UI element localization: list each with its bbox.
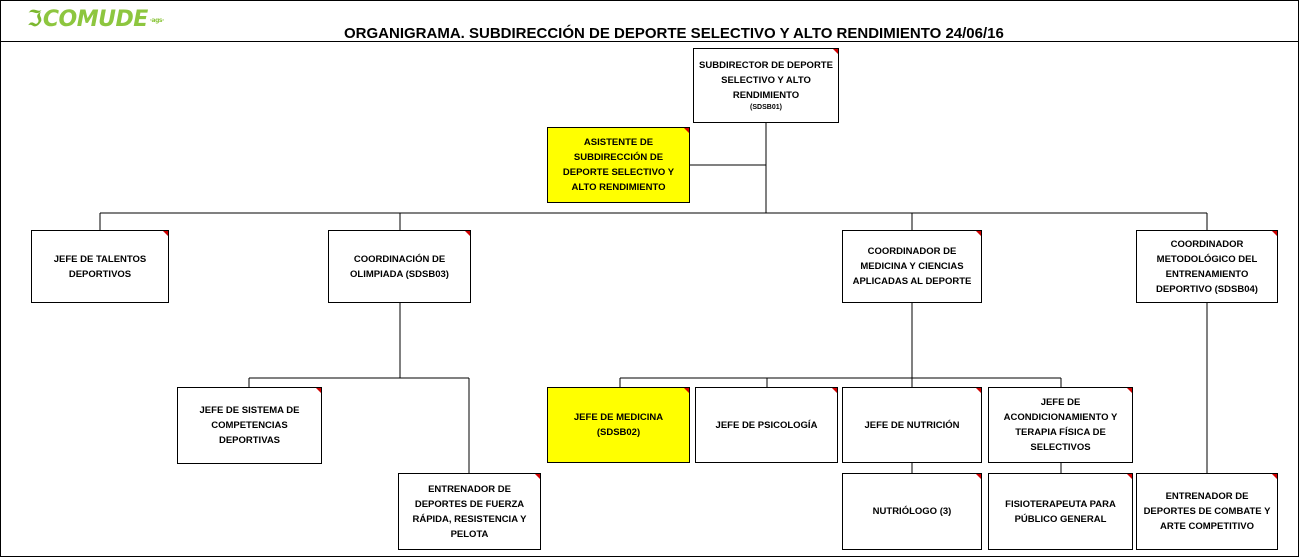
node-label: ENTRENADOR DE DEPORTES DE FUERZA RÁPIDA,… bbox=[412, 483, 527, 540]
logo-subtext: ·ags· bbox=[149, 16, 164, 24]
node-label: JEFE DE ACONDICIONAMIENTO Y TERAPIA FÍSI… bbox=[1003, 397, 1118, 453]
node-coord-medicina: COORDINADOR DE MEDICINA Y CIENCIAS APLIC… bbox=[842, 230, 982, 303]
node-label: JEFE DE PSICOLOGÍA bbox=[715, 419, 818, 431]
node-code: (SDSB01) bbox=[750, 104, 782, 111]
node-jefe-acondicionamiento: JEFE DE ACONDICIONAMIENTO Y TERAPIA FÍSI… bbox=[988, 387, 1133, 463]
comude-logo: ℑCOMUDE·ags· bbox=[27, 7, 164, 32]
header-bar: ℑCOMUDE·ags· ORGANIGRAMA. SUBDIRECCIÓN D… bbox=[1, 1, 1298, 42]
node-coord-metodologico: COORDINADOR METODOLÓGICO DEL ENTRENAMIEN… bbox=[1136, 230, 1278, 303]
node-label: ENTRENADOR DE DEPORTES DE COMBATE Y ARTE… bbox=[1143, 491, 1271, 532]
node-label: JEFE DE SISTEMA DE COMPETENCIAS DEPORTIV… bbox=[199, 405, 300, 446]
node-jefe-medicina: JEFE DE MEDICINA (SDSB02) bbox=[547, 387, 690, 463]
node-jefe-sistema: JEFE DE SISTEMA DE COMPETENCIAS DEPORTIV… bbox=[177, 387, 322, 464]
node-label: NUTRIÓLOGO (3) bbox=[872, 506, 952, 517]
node-label: COORDINADOR DE MEDICINA Y CIENCIAS APLIC… bbox=[852, 246, 972, 287]
node-jefe-talentos: JEFE DE TALENTOS DEPORTIVOS bbox=[31, 230, 169, 303]
node-label: FISIOTERAPEUTA PARA PÚBLICO GENERAL bbox=[1005, 498, 1116, 525]
node-label: JEFE DE MEDICINA (SDSB02) bbox=[573, 412, 664, 438]
node-label: COORDINACIÓN DE OLIMPIADA (SDSB03) bbox=[350, 253, 449, 280]
node-entrenador-fuerza: ENTRENADOR DE DEPORTES DE FUERZA RÁPIDA,… bbox=[398, 473, 541, 550]
page-title: ORGANIGRAMA. SUBDIRECCIÓN DE DEPORTE SEL… bbox=[344, 25, 1004, 42]
node-asistente: ASISTENTE DE SUBDIRECCIÓN DE DEPORTE SEL… bbox=[547, 127, 690, 203]
runner-icon: ℑ bbox=[27, 7, 42, 32]
node-label: JEFE DE TALENTOS DEPORTIVOS bbox=[53, 253, 147, 280]
node-fisioterapeuta: FISIOTERAPEUTA PARA PÚBLICO GENERAL bbox=[988, 473, 1133, 550]
node-label: SUBDIRECTOR DE DEPORTE SELECTIVO Y ALTO … bbox=[699, 60, 833, 101]
node-jefe-psicologia: JEFE DE PSICOLOGÍA bbox=[695, 387, 838, 463]
node-label: ASISTENTE DE SUBDIRECCIÓN DE DEPORTE SEL… bbox=[562, 137, 675, 193]
node-subdirector: SUBDIRECTOR DE DEPORTE SELECTIVO Y ALTO … bbox=[693, 48, 839, 123]
node-nutriologo: NUTRIÓLOGO (3) bbox=[842, 473, 982, 550]
logo-text: COMUDE bbox=[42, 7, 148, 32]
node-label: JEFE DE NUTRICIÓN bbox=[864, 419, 960, 431]
node-label: COORDINADOR METODOLÓGICO DEL ENTRENAMIEN… bbox=[1156, 238, 1258, 295]
node-coord-olimpiada: COORDINACIÓN DE OLIMPIADA (SDSB03) bbox=[328, 230, 471, 303]
node-entrenador-combate: ENTRENADOR DE DEPORTES DE COMBATE Y ARTE… bbox=[1136, 473, 1278, 550]
node-jefe-nutricion: JEFE DE NUTRICIÓN bbox=[842, 387, 982, 463]
